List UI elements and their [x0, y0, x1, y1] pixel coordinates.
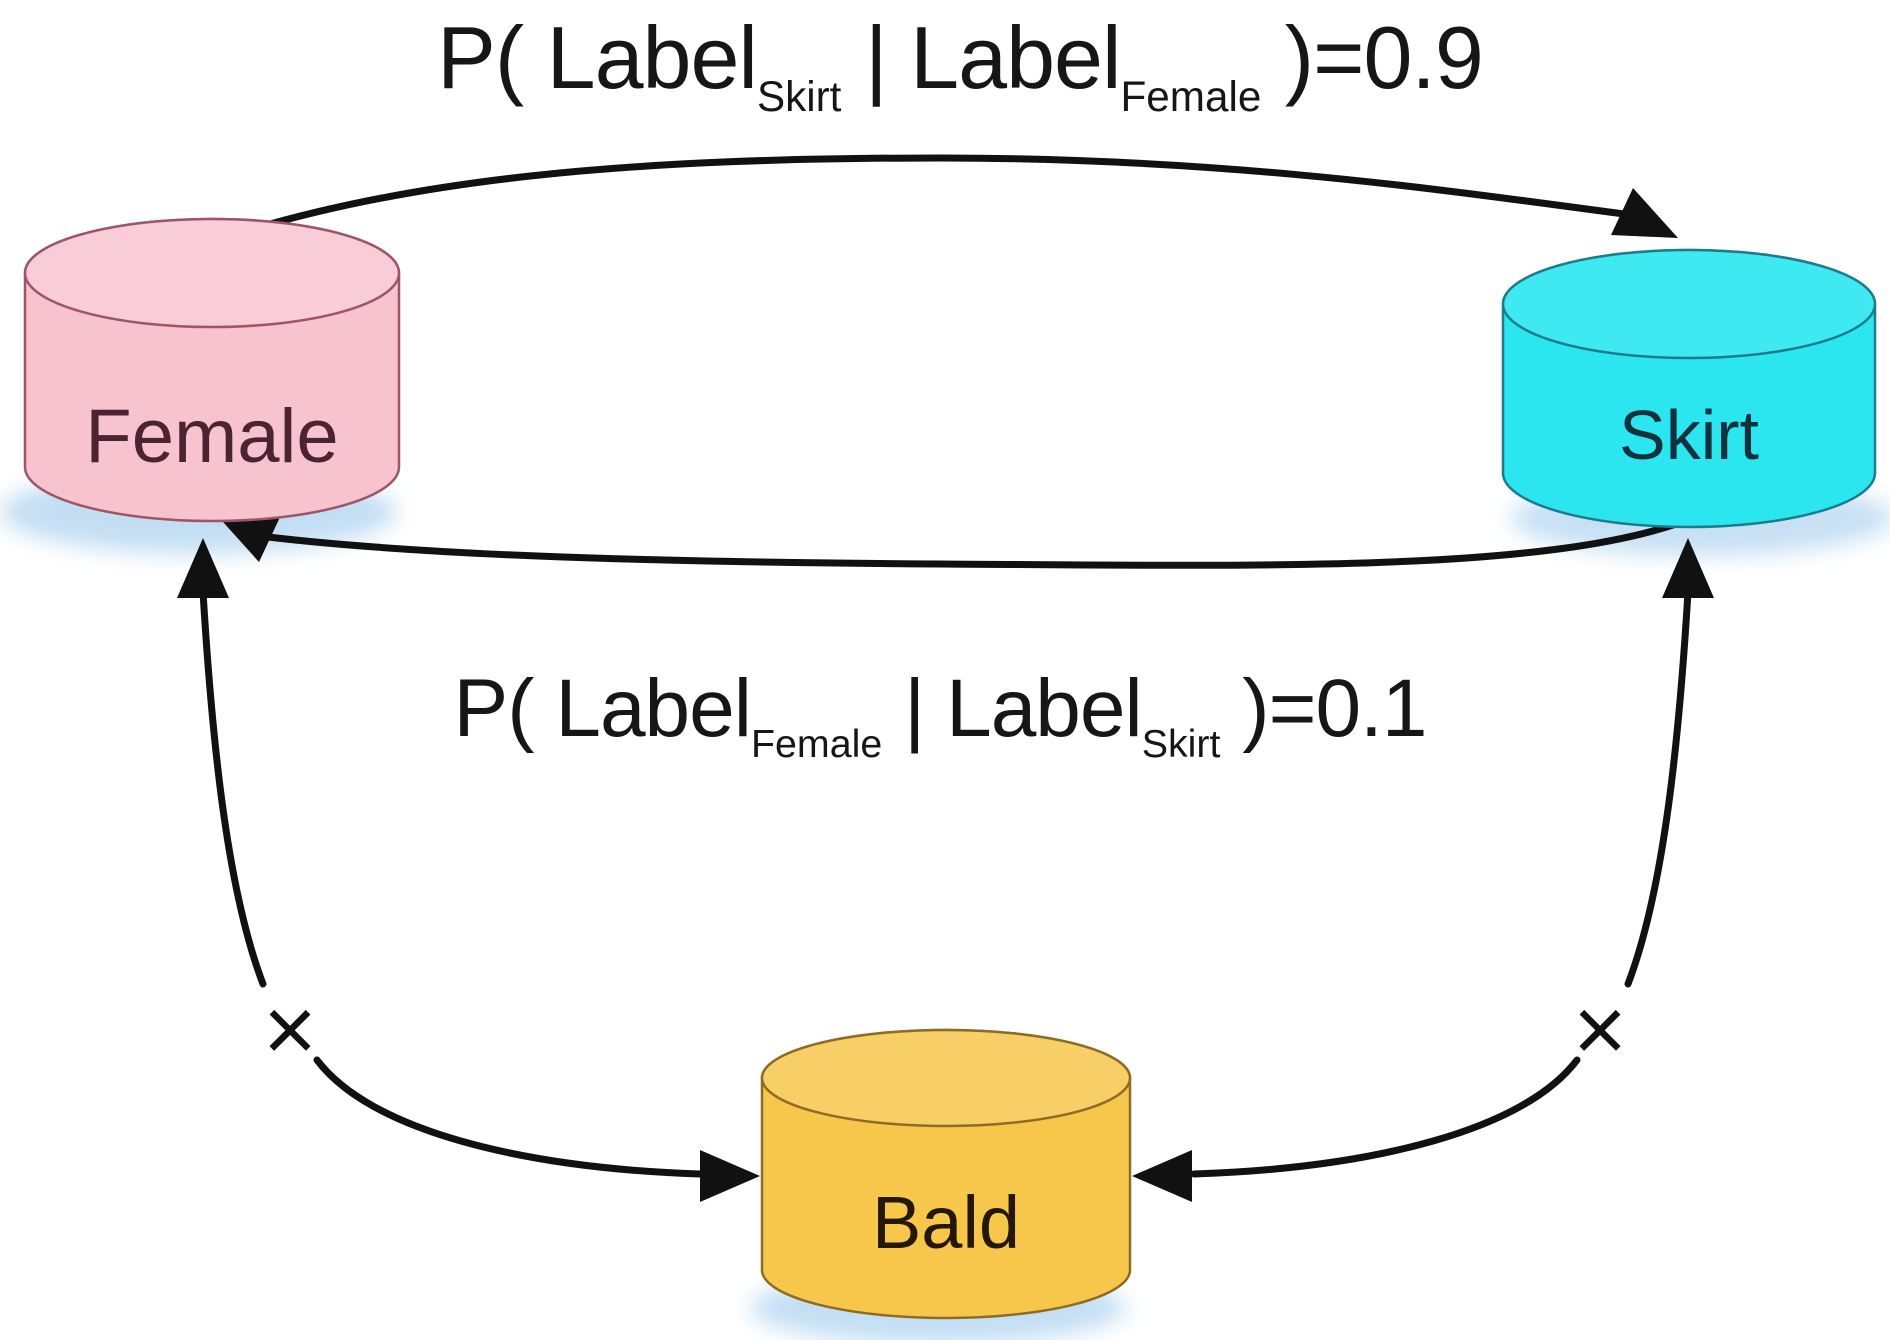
- formula-text: | Label: [882, 663, 1143, 754]
- arrowhead-into-bald-left: [700, 1150, 760, 1202]
- arrowhead-into-bald-right: [1132, 1150, 1192, 1202]
- edge-female-bald-upper-segment: [199, 588, 267, 988]
- edge-label-female-to-skirt: P( LabelSkirt | LabelFemale )=0.9: [437, 14, 1484, 118]
- cross-out-icon-right: ×: [1573, 979, 1627, 1081]
- formula-text: P( Label: [437, 8, 758, 107]
- edge-skirt-bald-crossed: ×: [1132, 538, 1714, 1202]
- cylinder-top-female: [23, 217, 401, 329]
- edge-skirt-to-female: [214, 512, 1686, 569]
- formula-text: )=0.1: [1220, 663, 1427, 754]
- arrowhead-up-into-skirt: [1662, 538, 1714, 598]
- cross-out-icon-left: ×: [263, 979, 317, 1081]
- edge-skirt-bald-lower-segment: [1190, 1056, 1581, 1178]
- formula-subscript: Female: [750, 722, 883, 767]
- arrowhead-into-skirt-top: [1611, 188, 1678, 238]
- formula-subscript: Skirt: [1141, 722, 1221, 767]
- formula-subscript: Skirt: [756, 72, 842, 120]
- formula-text: P( Label: [453, 663, 752, 754]
- cylinder-top-skirt: [1501, 248, 1877, 360]
- formula-text: | Label: [841, 8, 1122, 107]
- edge-skirt-bald-upper-segment: [1624, 588, 1692, 988]
- node-female: Female: [23, 217, 401, 523]
- edge-female-to-skirt: [196, 154, 1678, 250]
- edge-female-bald-crossed: ×: [177, 538, 760, 1202]
- edge-female-bald-lower-segment: [313, 1056, 704, 1178]
- edge-female-to-skirt-line: [196, 154, 1628, 250]
- node-label-bald: Bald: [872, 1181, 1020, 1264]
- arrowhead-into-female-bottom: [214, 512, 281, 562]
- node-label-skirt: Skirt: [1619, 396, 1759, 474]
- edge-label-skirt-to-female: P( LabelFemale | LabelSkirt )=0.1: [454, 668, 1428, 764]
- arrowhead-up-into-female: [177, 538, 229, 598]
- formula-text: )=0.9: [1261, 8, 1484, 107]
- node-skirt: Skirt: [1501, 248, 1877, 529]
- cylinder-top-bald: [760, 1028, 1132, 1128]
- formula-subscript: Female: [1120, 72, 1262, 120]
- node-label-female: Female: [85, 394, 338, 479]
- node-bald: Bald: [760, 1028, 1132, 1320]
- edge-skirt-to-female-line: [264, 518, 1686, 569]
